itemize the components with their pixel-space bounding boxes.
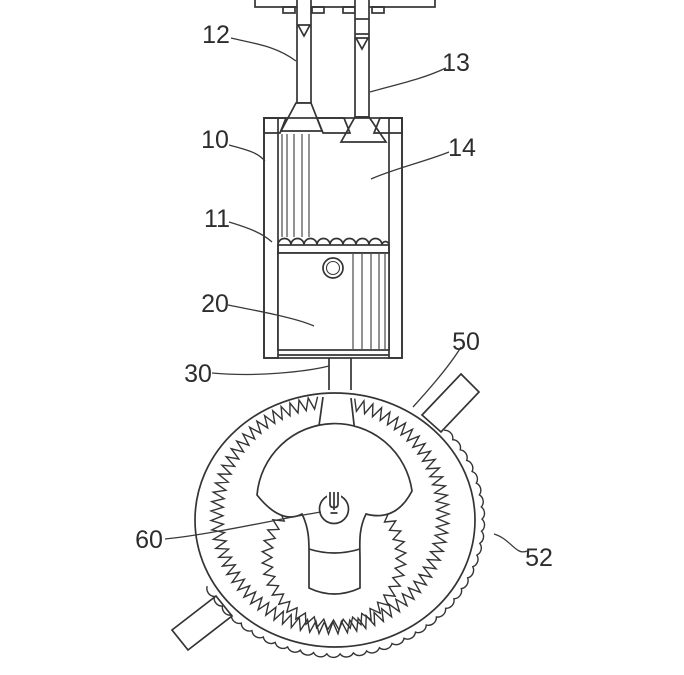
ref-label-11: 11 <box>204 205 230 233</box>
right-wall <box>388 117 403 359</box>
right-valve-stem <box>354 0 370 118</box>
scallop-bumps <box>277 237 390 246</box>
leader-20 <box>227 304 315 327</box>
block-outline <box>263 117 403 359</box>
down-arrow-icon <box>354 37 370 51</box>
piston-pin <box>322 257 344 279</box>
connecting-stub <box>328 358 352 390</box>
ref-label-20: 20 <box>201 290 229 318</box>
piston-pin-bore <box>325 260 341 276</box>
leader-52 <box>493 533 528 553</box>
inner-gear-teeth <box>260 496 408 632</box>
mount-tab <box>342 6 356 14</box>
leader-10 <box>228 144 266 162</box>
leader-60 <box>164 511 322 540</box>
scalloped-plate <box>277 237 390 254</box>
mount-tab <box>371 6 385 14</box>
leader-14 <box>370 151 450 180</box>
leader-11 <box>228 221 273 243</box>
ref-label-10: 10 <box>201 126 229 154</box>
mount-tab <box>282 6 296 14</box>
stub-sides <box>328 358 352 390</box>
leader-50 <box>412 346 462 408</box>
leader-12 <box>230 37 297 62</box>
key-bar <box>330 492 338 514</box>
gear-drive <box>170 372 486 659</box>
left-valve-head <box>279 102 324 132</box>
cylinder-block <box>263 117 403 359</box>
left-valve-stem <box>296 0 312 104</box>
ref-label-60: 60 <box>135 526 163 554</box>
plate-strip <box>277 244 390 254</box>
top-wall-middle <box>315 117 352 134</box>
ref-label-13: 13 <box>442 49 470 77</box>
mount-lug-upper-right <box>420 372 481 434</box>
mount-bar <box>254 0 436 8</box>
chamber-liner-lines <box>281 134 310 237</box>
mount-lug-lower-left <box>170 594 234 652</box>
leader-lines <box>164 37 528 553</box>
outer-gear-segment <box>206 429 486 659</box>
top-mount-bar <box>254 0 436 14</box>
ref-label-12: 12 <box>202 21 230 49</box>
reference-labels: 12 13 10 14 11 20 30 50 60 52 <box>135 21 553 572</box>
left-valve <box>279 0 324 132</box>
down-arrow-icon <box>296 24 312 38</box>
leader-13 <box>369 67 447 93</box>
piston-skirt-lines <box>352 254 386 349</box>
leader-30 <box>211 365 330 376</box>
ref-label-52: 52 <box>525 544 553 572</box>
mount-tab <box>311 6 325 14</box>
ref-label-50: 50 <box>452 328 480 356</box>
right-valve <box>339 0 388 143</box>
crank-weight-line <box>308 548 361 554</box>
ref-label-14: 14 <box>448 134 476 162</box>
ref-label-30: 30 <box>184 360 212 388</box>
piston <box>277 252 390 356</box>
